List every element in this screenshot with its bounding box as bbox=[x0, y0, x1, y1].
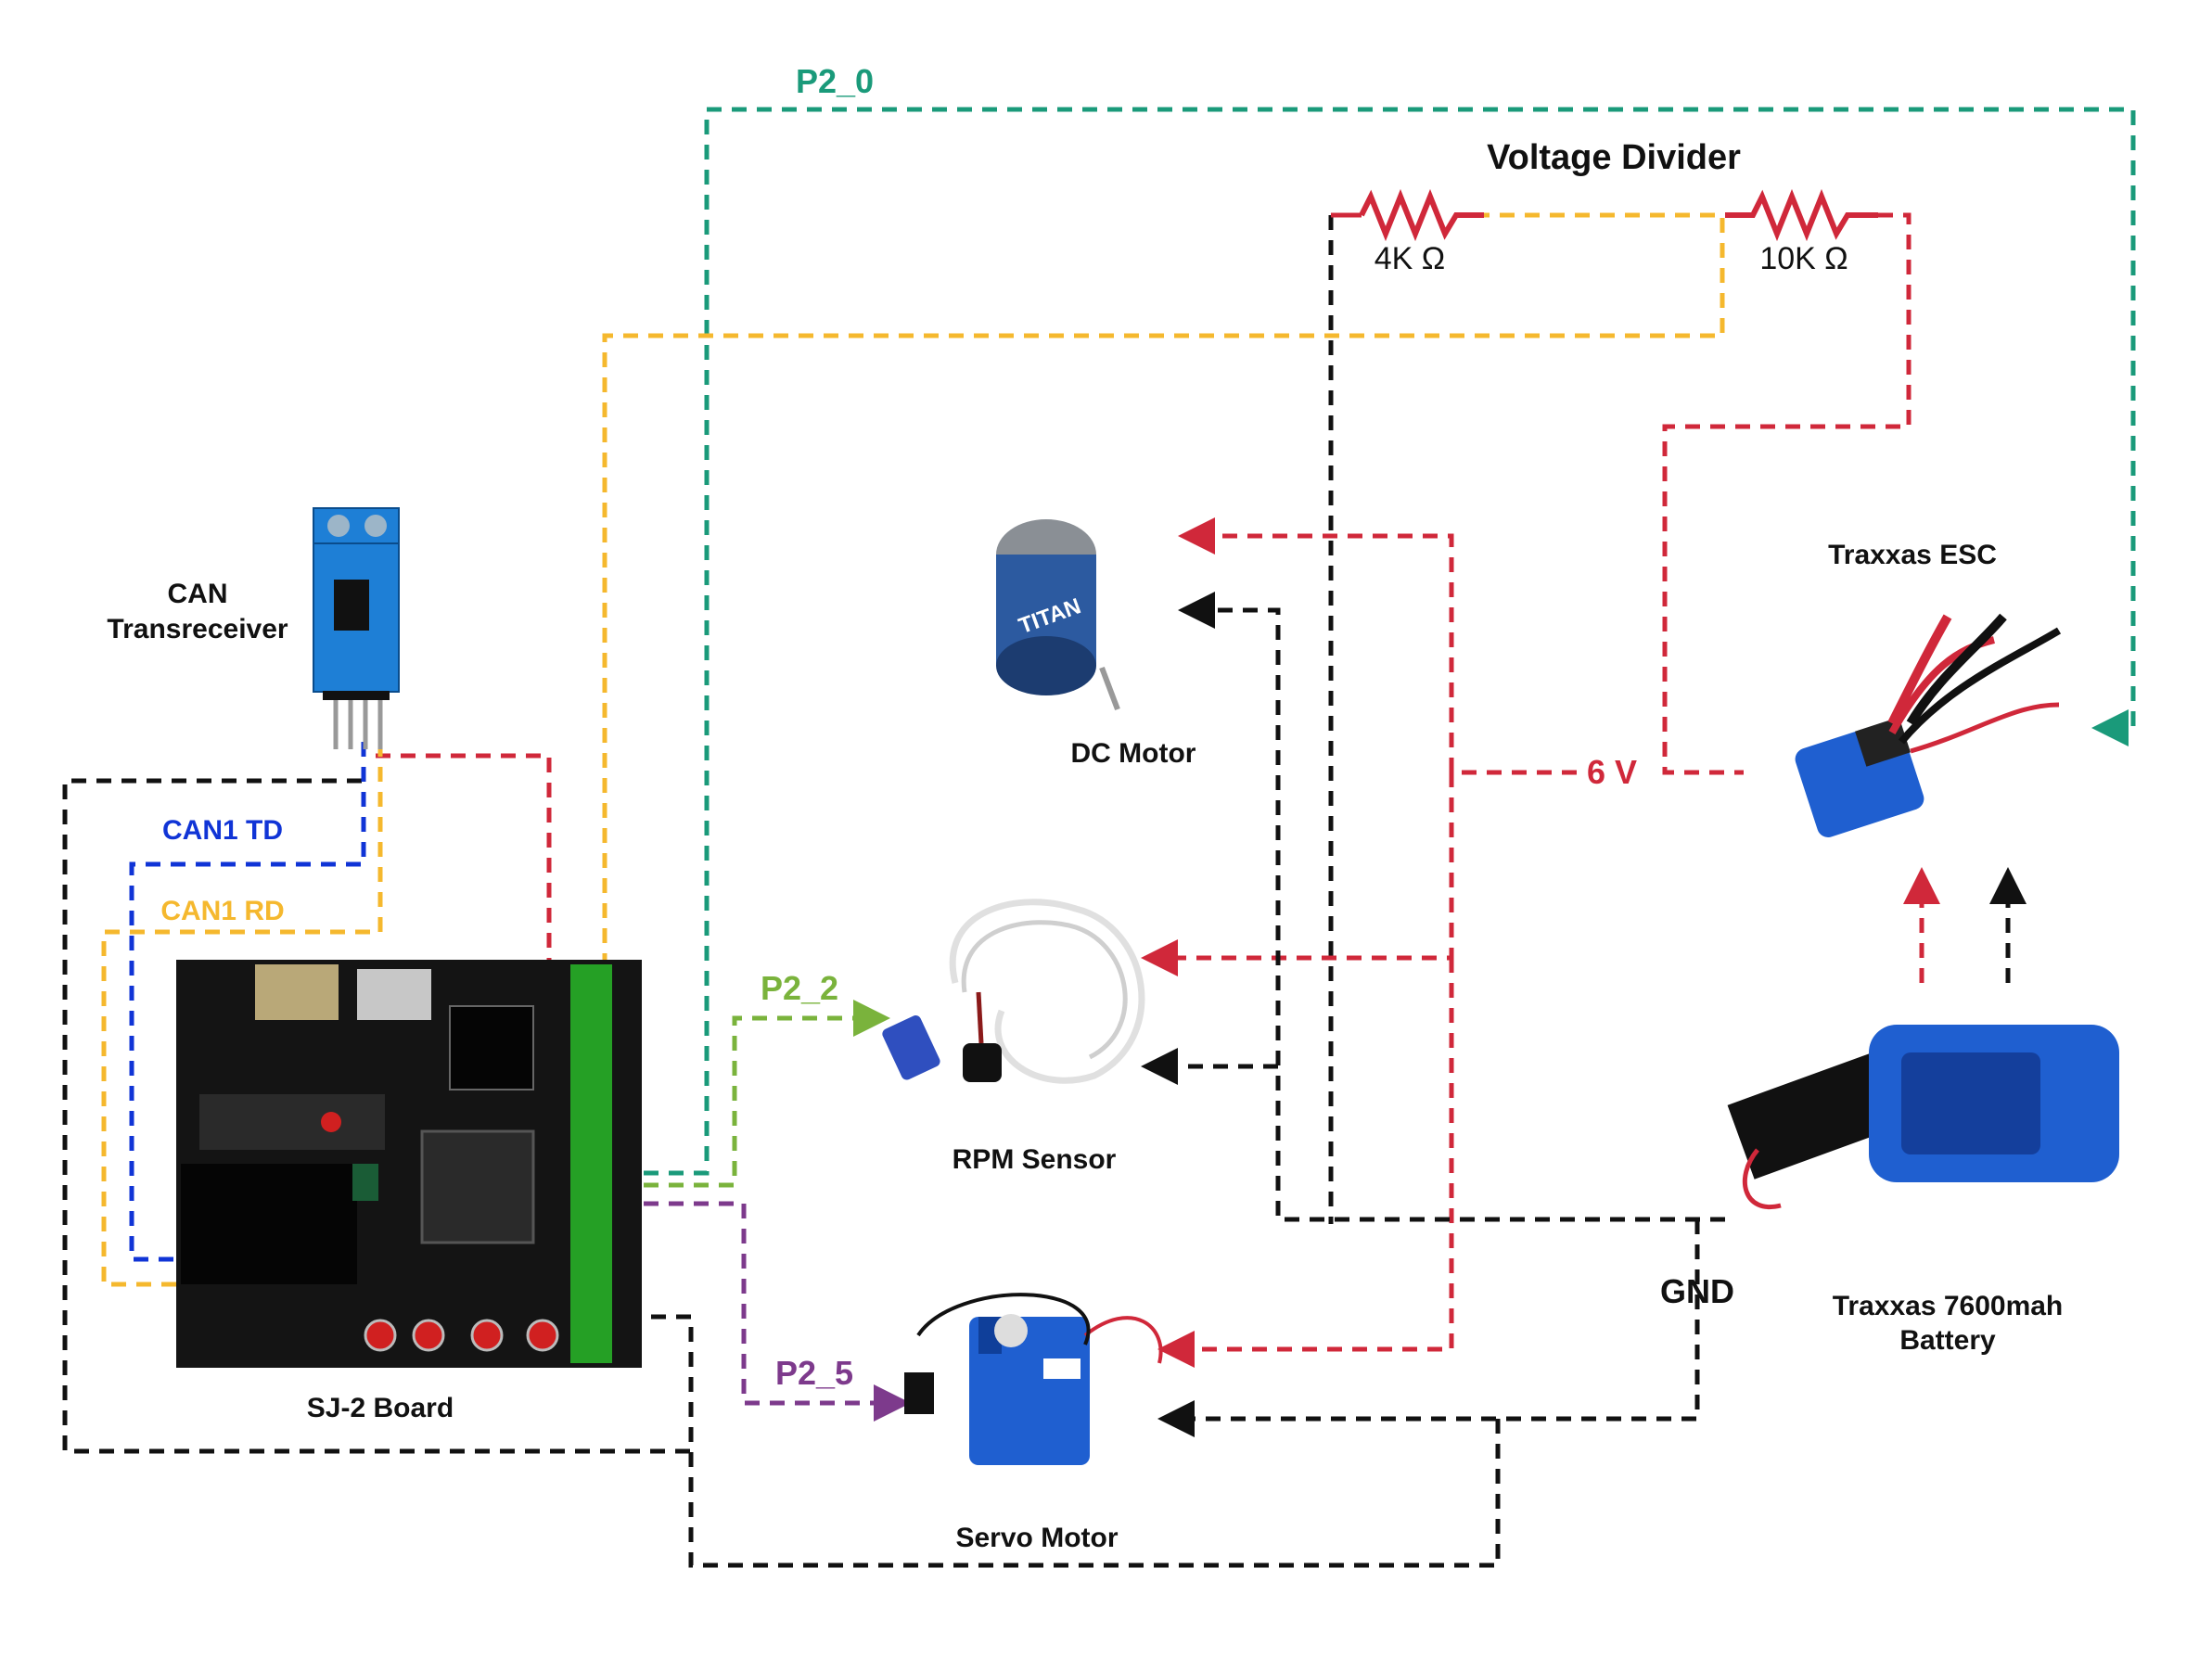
wire-6v-servo bbox=[1157, 958, 1454, 1368]
label-r2: 10K Ω bbox=[1759, 241, 1848, 276]
dc-motor: TITAN bbox=[996, 519, 1120, 711]
wire-can1-rd bbox=[101, 742, 570, 1287]
label-can1-td: CAN1 TD bbox=[162, 815, 283, 846]
label-sj2: SJ-2 Board bbox=[307, 1393, 454, 1423]
label-can-line2: Transreceiver bbox=[107, 614, 288, 644]
resistor-10k bbox=[1725, 188, 1878, 242]
label-can-line1: CAN bbox=[168, 579, 228, 609]
wire-divider-to-esc bbox=[1662, 212, 1912, 775]
label-gnd: GND bbox=[1660, 1272, 1734, 1310]
label-can1-rd: CAN1 RD bbox=[160, 896, 284, 926]
wire-p2-0 bbox=[594, 107, 2136, 1176]
wire-can1-td bbox=[129, 742, 570, 1262]
wire-gnd-can bbox=[62, 778, 691, 1454]
can-transceiver bbox=[313, 507, 400, 749]
wire-6v-rpm bbox=[1141, 772, 1454, 976]
label-6v: 6 V bbox=[1587, 753, 1637, 791]
traxxas-battery bbox=[1727, 1025, 2119, 1209]
label-battery-line2: Battery bbox=[1899, 1325, 1996, 1356]
label-dc-motor: DC Motor bbox=[1071, 738, 1196, 769]
wire-gnd-servo bbox=[1157, 1219, 1700, 1437]
label-r1: 4K Ω bbox=[1375, 241, 1445, 276]
rpm-sensor bbox=[882, 899, 1145, 1084]
wire-gnd-bus bbox=[1178, 592, 1725, 1222]
wire-6v-bus bbox=[1178, 517, 1577, 775]
label-battery-line1: Traxxas 7600mah bbox=[1833, 1291, 2064, 1321]
label-p2-2: P2_2 bbox=[761, 969, 838, 1007]
label-p2-0: P2_0 bbox=[796, 62, 874, 100]
wire-gnd-sj2 bbox=[640, 1314, 1501, 1568]
label-p2-5: P2_5 bbox=[775, 1354, 853, 1392]
wire-divider-to-sj2 bbox=[586, 212, 1725, 1071]
wire-p2-2 bbox=[594, 1000, 890, 1188]
traxxas-esc bbox=[1795, 613, 2062, 837]
label-rpm-sensor: RPM Sensor bbox=[953, 1144, 1117, 1175]
resistor-4k bbox=[1331, 188, 1484, 242]
wire-can-vcc bbox=[376, 753, 552, 1039]
label-esc: Traxxas ESC bbox=[1828, 540, 1997, 570]
sj2-board bbox=[176, 960, 642, 1368]
label-servo: Servo Motor bbox=[955, 1523, 1118, 1553]
servo-motor bbox=[904, 1293, 1163, 1465]
wire-p2-5 bbox=[594, 1201, 911, 1422]
diagram-title: Voltage Divider bbox=[1487, 138, 1741, 177]
